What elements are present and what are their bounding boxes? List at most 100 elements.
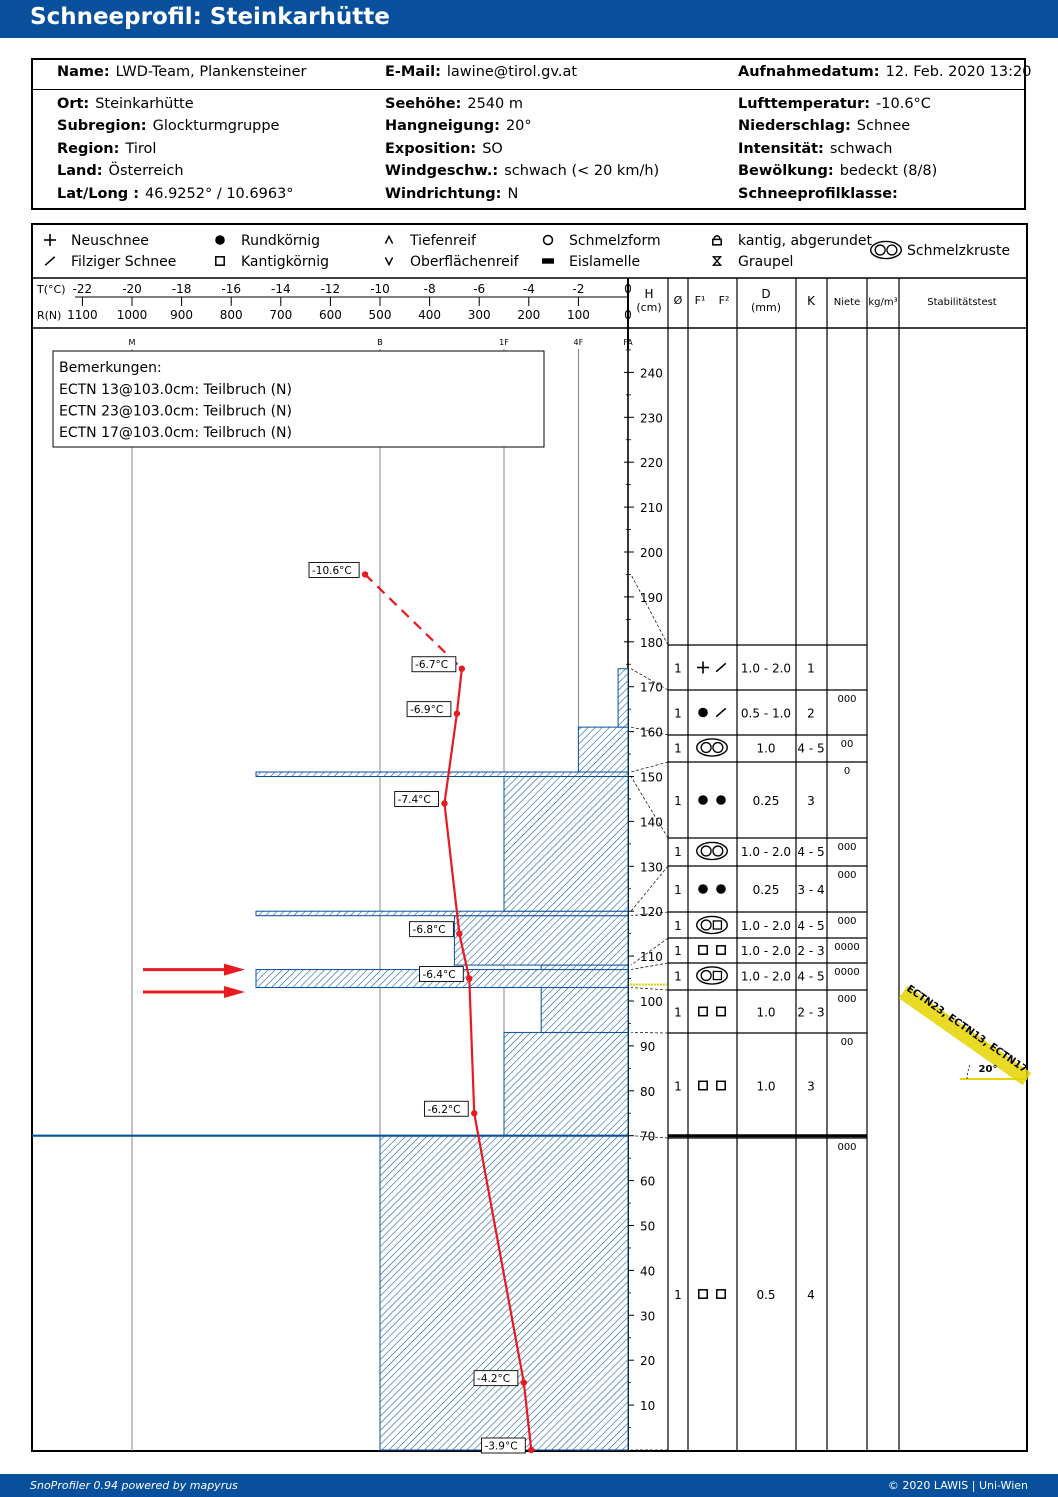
legend-label: kantig, abgerundet — [738, 233, 872, 249]
hardness-mark-label: M — [129, 338, 136, 347]
inner-circle — [700, 845, 712, 857]
temperature-point — [453, 710, 461, 717]
k-header: K — [807, 294, 816, 308]
r-tick-label: 500 — [369, 308, 392, 322]
t-tick-label: -14 — [271, 282, 291, 296]
temperature-point — [466, 975, 473, 982]
dot-icon — [698, 884, 708, 894]
d-unit: (mm) — [751, 301, 781, 314]
hardness-layer — [503, 1031, 629, 1137]
row-niete: 00 — [841, 739, 854, 750]
row-d: 1.0 - 2.0 — [741, 919, 791, 933]
inner-circle — [874, 244, 886, 256]
temperature-label-box — [419, 966, 464, 982]
t-tick-label: -16 — [221, 282, 241, 296]
row-k: 3 — [807, 1080, 815, 1094]
temperature-point — [456, 930, 463, 937]
lufttemp-field: Lufttemperatur:-10.6°C — [738, 96, 931, 112]
dot-icon — [698, 707, 708, 718]
badge-slope — [898, 985, 1032, 1086]
h-tick-label: 120 — [640, 905, 663, 919]
h-tick-label: 60 — [640, 1175, 655, 1189]
hardness-layers — [32, 668, 867, 1451]
inner-circle — [886, 244, 898, 256]
outer-ellipse — [696, 841, 729, 861]
temperature-profile: -10.6°C-6.7°C-6.9°C-7.4°C-6.8°C-6.4°C-6.… — [308, 562, 535, 1454]
info-separator — [33, 89, 1024, 90]
row-o: 1 — [674, 919, 682, 933]
row-niete: 000 — [837, 870, 856, 881]
temperature-label: -7.4°C — [398, 794, 431, 806]
hardness-layer — [540, 987, 629, 1033]
t-tick-label: -4 — [523, 282, 535, 296]
hardness-layer — [453, 915, 629, 966]
windrichtung-field: Windrichtung:N — [385, 186, 519, 202]
r-tick-label: 400 — [418, 308, 441, 322]
badge-angle-arc — [966, 1063, 971, 1080]
row-leader — [630, 911, 669, 917]
square-icon — [716, 945, 726, 955]
h-tick-label: 20 — [640, 1354, 655, 1368]
square-shape — [698, 1006, 708, 1017]
slash-icon — [715, 662, 727, 673]
r-tick-label: 700 — [269, 308, 292, 322]
square-shape — [215, 256, 225, 266]
temperature-point — [471, 1110, 478, 1117]
t-tick-label: -6 — [473, 282, 485, 296]
row-niete: 000 — [837, 916, 856, 927]
subregion-field: Subregion:Glockturmgruppe — [57, 118, 280, 134]
hardness-mark-label: 1F — [499, 338, 509, 347]
row-niete: 00 — [841, 1037, 854, 1048]
caret-shape — [384, 234, 394, 244]
remarks-line: ECTN 13@103.0cm: Teilbruch (N) — [59, 382, 292, 398]
double-circle-icon — [870, 240, 903, 260]
h-tick-label: 160 — [640, 726, 663, 740]
inner-circle — [700, 741, 712, 754]
square-icon — [698, 945, 708, 955]
dot-icon — [716, 795, 726, 805]
dot-icon — [716, 884, 726, 894]
r-tick-label: 900 — [170, 308, 193, 322]
row-niete: 000 — [837, 1142, 856, 1153]
temperature-label: -6.8°C — [413, 924, 446, 936]
row-d: 0.5 — [756, 1288, 775, 1302]
hardness-mark-label: FA — [623, 338, 633, 347]
h-tick-label: 130 — [640, 860, 663, 874]
temperature-label-box — [423, 1100, 469, 1117]
legend-label: Schmelzform — [569, 233, 661, 249]
bar-shape — [542, 258, 554, 264]
outer-ellipse — [696, 738, 729, 757]
dot-icon — [215, 235, 225, 245]
legend-label: Tiefenreif — [409, 233, 477, 249]
slash-icon — [715, 707, 727, 718]
h-tick-label: 140 — [640, 815, 663, 829]
temperature-point — [528, 1446, 535, 1454]
hardness-mark-label: B — [377, 338, 383, 347]
row-k: 3 — [807, 794, 815, 808]
row-k: 1 — [807, 662, 815, 676]
row-niete: 000 — [837, 842, 856, 853]
wind-field: Windgeschw.:schwach (< 20 km/h) — [385, 163, 660, 179]
h-unit: (cm) — [636, 301, 661, 314]
row-leader — [630, 937, 669, 966]
t-tick-label: -10 — [370, 282, 390, 296]
temperature-segment — [443, 803, 461, 934]
caret-shape — [384, 257, 394, 267]
r-axis-label: R(N) — [37, 309, 61, 322]
plus-icon — [697, 661, 709, 674]
row-o: 1 — [674, 1288, 682, 1302]
row-k: 3 - 4 — [797, 883, 824, 897]
inner-circle — [712, 845, 724, 857]
hardness-layer — [503, 776, 629, 912]
row-d: 0.5 - 1.0 — [741, 707, 791, 721]
r-tick-label: 800 — [220, 308, 243, 322]
lock-arc — [713, 235, 721, 240]
h-tick-label: 90 — [640, 1040, 655, 1054]
row-k: 4 — [807, 1288, 815, 1302]
h-tick-label: 190 — [640, 591, 663, 605]
hardness-mark-label: 4F — [574, 338, 584, 347]
row-o: 1 — [674, 1006, 682, 1020]
bar-icon — [542, 258, 554, 264]
h-tick-label: 230 — [640, 411, 663, 425]
